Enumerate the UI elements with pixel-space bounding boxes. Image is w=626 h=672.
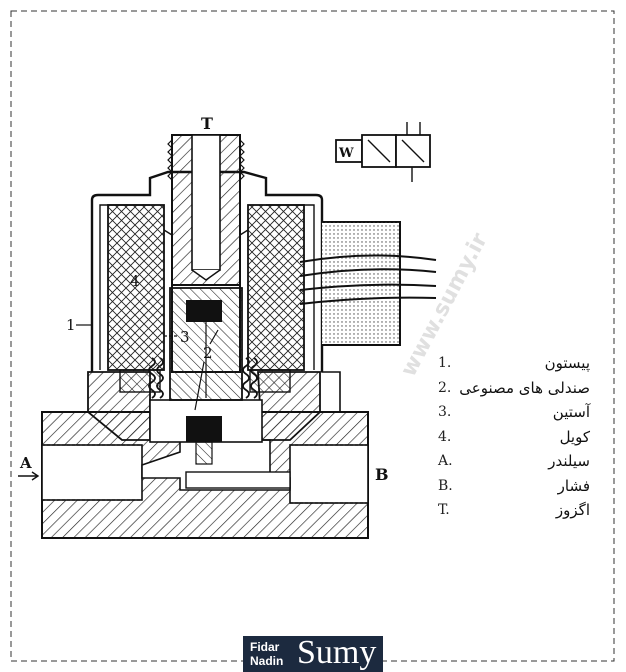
guide-lines [163,229,249,236]
legend-text: آستین [552,403,590,421]
valve-symbol: W [335,122,431,182]
logo-line-1: Fidar [250,640,280,654]
cable-gland [299,221,437,412]
arrow-a [18,471,40,481]
legend-row: 2. صندلی های مصنوعی [436,378,616,405]
legend-row: A. سیلندر [436,452,616,478]
label-3: 3 [180,328,190,346]
label-t: T [201,114,213,133]
legend-key: B. [438,477,453,494]
legend-key: T. [438,502,450,518]
legend-key: 4. [438,428,452,445]
label-4: 4 [130,272,140,290]
label-1: 1 [66,316,76,334]
plunger [169,287,243,401]
logo-brand: Sumy [297,634,377,671]
label-2: 2 [203,344,213,362]
symbol-w-label: W [338,146,354,161]
label-a: A [19,454,32,472]
legend-text: فشار [557,476,590,495]
legend-text: اگزوز [555,501,590,519]
legend: 1. پیستون 2. صندلی های مصنوعی 3. آستین 4… [436,354,616,527]
legend-key: 1. [438,355,452,371]
coil-windings [107,204,305,371]
label-b: B [375,465,389,484]
legend-key: 2. [438,379,452,396]
legend-text: صندلی های مصنوعی [459,378,590,397]
legend-text: کویل [559,427,590,446]
legend-row: 1. پیستون [436,354,616,380]
core-tube [167,134,245,373]
legend-key: 3. [438,404,452,420]
legend-text: پیستون [544,354,590,372]
dashed-frame [10,10,615,662]
logo-line-2: Nadin [250,654,284,668]
brand-logo: Fidar Nadin Sumy [243,634,383,672]
legend-row: B. فشار [436,476,616,503]
legend-row: 3. آستین [436,403,616,429]
legend-row: 4. کویل [436,427,616,454]
leader-2 [194,329,219,411]
coil-housing [90,170,324,393]
legend-row: T. اگزوز [436,501,616,527]
legend-text: سیلندر [548,452,590,470]
legend-key: A. [438,453,453,469]
